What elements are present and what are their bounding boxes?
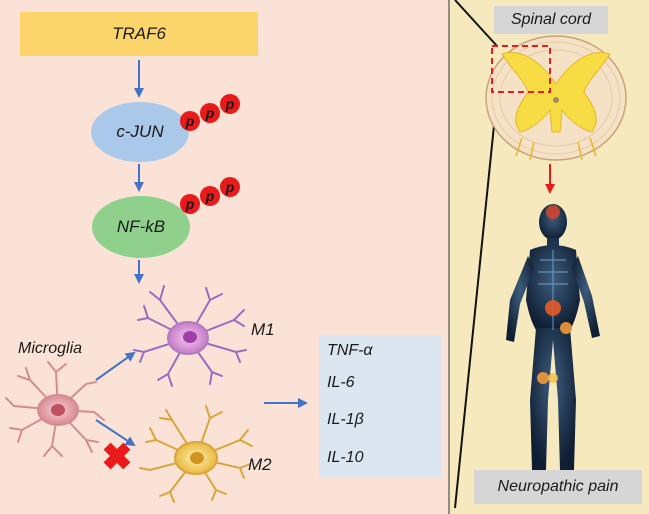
- zoom-region-box: [491, 45, 551, 93]
- zoom-line-bottom: [454, 95, 498, 509]
- phosphate-bead: p: [200, 103, 220, 123]
- human-body-pain-icon: [506, 204, 600, 480]
- nfkb-node: NF-kB: [92, 196, 190, 258]
- cytokine-il10: IL-10: [327, 449, 364, 466]
- phosphate-bead: p: [200, 186, 220, 206]
- cytokine-il6: IL-6: [327, 374, 355, 391]
- spinal-cord-label: Spinal cord: [494, 6, 608, 34]
- arrow-microglia-m1: [95, 351, 136, 381]
- inhibition-cross-icon: [103, 442, 131, 470]
- m1-label: M1: [251, 320, 275, 339]
- zoom-line-top: [454, 0, 498, 47]
- phosphate-bead: p: [180, 194, 200, 214]
- cytokine-il1-beta: IL-1β: [327, 411, 364, 428]
- phosphate-bead: p: [220, 177, 240, 197]
- traf6-box: TRAF6: [20, 12, 258, 56]
- phosphate-bead: p: [220, 94, 240, 114]
- m2-microglia-cell-icon: [139, 405, 253, 503]
- neuropathic-pain-label: Neuropathic pain: [474, 470, 642, 504]
- cytokine-tnf-alpha: TNF-α: [327, 342, 373, 359]
- m2-label: M2: [248, 455, 272, 474]
- cjun-node: c-JUN: [91, 102, 189, 162]
- cytokine-box: [319, 335, 441, 478]
- arrow-microglia-m2: [95, 419, 136, 447]
- resting-microglia-cell-icon: [5, 361, 105, 457]
- microglia-label: Microglia: [18, 340, 83, 357]
- phosphate-bead: p: [180, 111, 200, 131]
- spinal-cord-section-icon: [485, 35, 627, 161]
- m1-microglia-cell-icon: [133, 285, 247, 387]
